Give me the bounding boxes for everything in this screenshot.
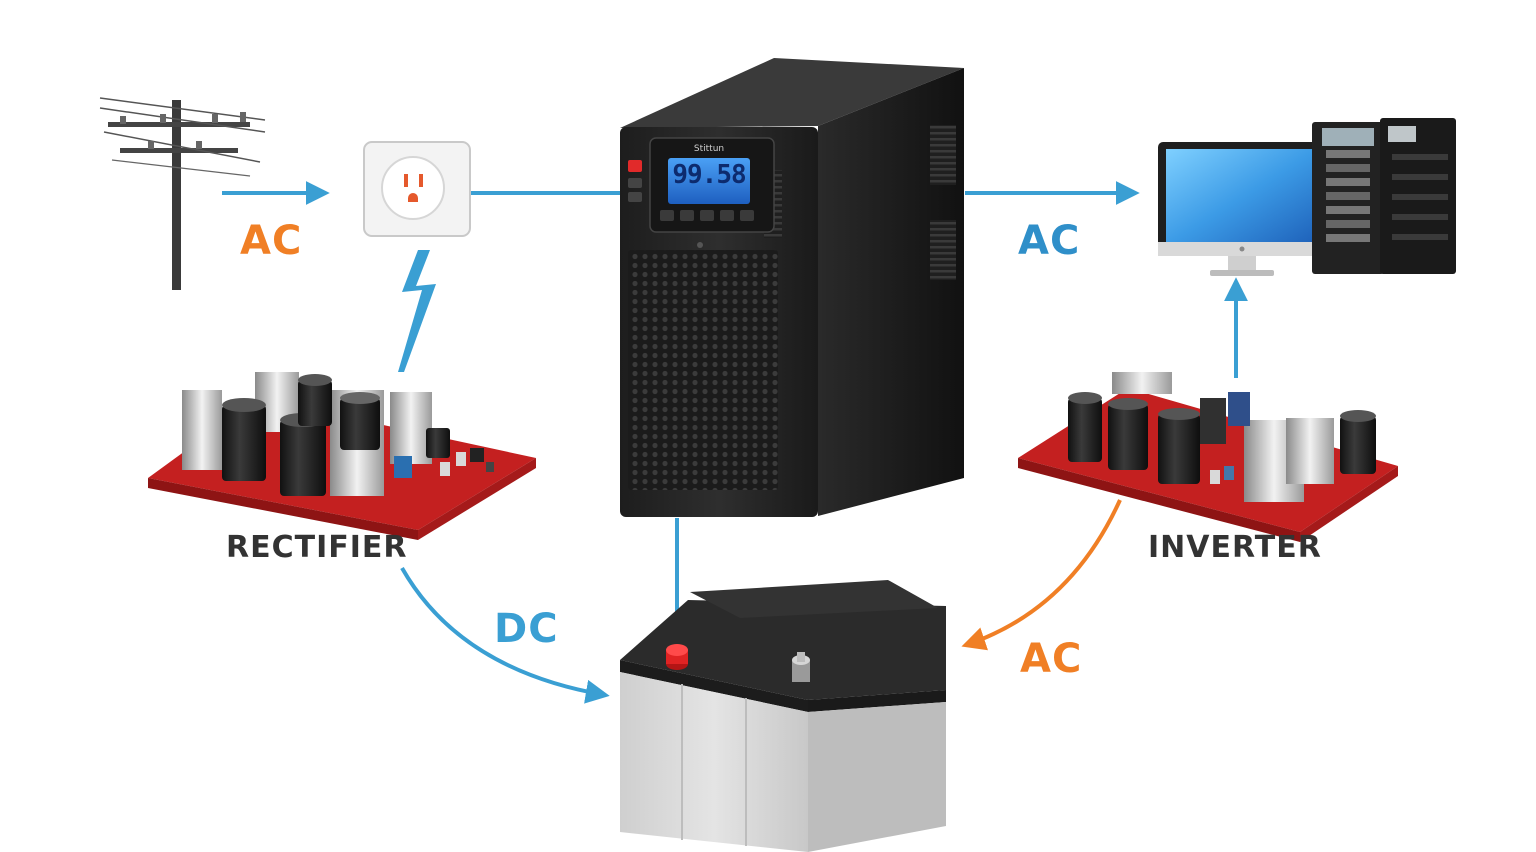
- ac-label-inverter-to-battery: AC: [1020, 636, 1083, 682]
- ups-lcd-screen: [668, 158, 750, 204]
- lightning-bolt-icon: [398, 250, 436, 372]
- rectifier-label: RECTIFIER: [226, 530, 408, 565]
- flow-lines: [222, 181, 1248, 704]
- ups-lcd-readout: 99.58: [672, 160, 746, 190]
- ups-tower-icon: [620, 58, 964, 517]
- battery-icon: [620, 580, 946, 852]
- dc-label: DC: [494, 606, 559, 652]
- ups-front-grille: [628, 250, 778, 490]
- ac-label-output: AC: [1018, 218, 1081, 264]
- inverter-to-battery-ac-arrow: [961, 499, 1122, 651]
- wall-outlet-icon: [363, 141, 471, 237]
- battery-positive-terminal: [666, 644, 688, 670]
- ac-label-grid: AC: [240, 218, 303, 264]
- computer-monitor-icon: [1158, 142, 1326, 276]
- battery-negative-terminal: [792, 652, 810, 682]
- ups-control-buttons: [660, 210, 754, 221]
- ups-power-button: [628, 160, 642, 172]
- inverter-label: INVERTER: [1148, 530, 1322, 565]
- rectifier-to-battery-dc-arrow: [400, 567, 610, 704]
- inverter-board-icon: [1018, 372, 1398, 542]
- utility-pole-icon: [99, 97, 266, 290]
- server-rack-icon: [1312, 118, 1456, 274]
- rectifier-board-icon: [148, 372, 536, 540]
- ups-brand-text: Stittun: [693, 144, 725, 154]
